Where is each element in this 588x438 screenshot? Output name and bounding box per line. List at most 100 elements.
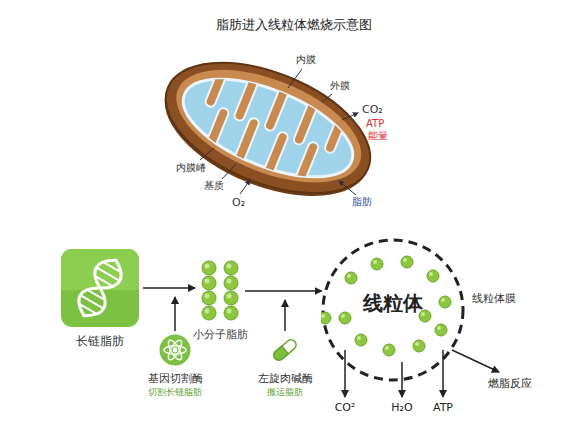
illustration-part bbox=[204, 107, 230, 152]
illustration-part bbox=[227, 264, 232, 269]
illustration-part bbox=[357, 336, 361, 340]
illustration-part bbox=[415, 342, 419, 346]
illustration-part bbox=[205, 264, 210, 269]
illustration-part bbox=[164, 346, 186, 354]
illustration-part bbox=[427, 270, 439, 282]
carnitine-pill-icon: 左旋肉碱酶搬运脂肪 bbox=[269, 334, 301, 366]
node-label: 左旋肉碱酶 bbox=[258, 372, 313, 385]
mitochondrion-illustration bbox=[146, 37, 389, 223]
illustration-part bbox=[224, 276, 238, 290]
illustration-part bbox=[345, 272, 357, 284]
illustration-part bbox=[272, 338, 298, 362]
part-label: ATP bbox=[366, 118, 384, 130]
part-label: 基质 bbox=[204, 180, 224, 192]
illustration-part bbox=[202, 306, 216, 320]
part-label: 外膜 bbox=[330, 80, 350, 92]
illustration-part bbox=[284, 300, 286, 331]
fat-molecule-cluster-shape bbox=[198, 260, 242, 322]
illustration-part bbox=[263, 131, 289, 176]
illustration-part bbox=[373, 260, 377, 264]
flow-arrow bbox=[143, 287, 195, 289]
illustration-part bbox=[383, 344, 395, 356]
illustration-part bbox=[401, 256, 413, 268]
node-label: 长链脂肪 bbox=[76, 334, 124, 348]
illustration-part bbox=[205, 294, 210, 299]
illustration-part bbox=[104, 263, 120, 272]
illustration-part bbox=[437, 326, 441, 330]
carnitine-pill-icon-shape bbox=[269, 334, 301, 366]
node-label: 小分子脂肪 bbox=[193, 328, 248, 341]
illustration-part bbox=[371, 258, 383, 270]
illustration-part bbox=[224, 261, 238, 275]
node-sublabel: 搬运脂肪 bbox=[267, 387, 303, 398]
illustration-part bbox=[341, 314, 345, 318]
illustration-part bbox=[89, 291, 103, 299]
illustration-part bbox=[323, 240, 463, 380]
illustration-part bbox=[435, 324, 447, 336]
illustration-part bbox=[240, 180, 250, 194]
illustration-part bbox=[202, 276, 216, 290]
part-label: 内膜嵴 bbox=[176, 162, 206, 174]
illustration-part bbox=[72, 254, 127, 323]
illustration-part bbox=[224, 291, 238, 305]
illustration-part bbox=[452, 350, 499, 372]
illustration-part bbox=[385, 346, 389, 350]
illustration-part bbox=[344, 350, 346, 397]
illustration-part bbox=[403, 258, 407, 262]
part-label: CO² bbox=[335, 401, 356, 414]
part-label: CO₂ bbox=[362, 103, 383, 116]
illustration-part bbox=[234, 117, 261, 163]
illustration-part bbox=[233, 76, 260, 122]
diagram-title: 脂肪进入线粒体燃烧示意图 bbox=[0, 17, 588, 33]
illustration-part bbox=[160, 335, 191, 366]
illustration-part bbox=[272, 338, 298, 362]
illustration-part bbox=[321, 314, 325, 318]
illustration-part bbox=[292, 100, 319, 146]
illustration-part bbox=[339, 181, 356, 195]
illustration-part bbox=[161, 47, 377, 206]
illustration-part bbox=[80, 304, 96, 313]
illustration-part bbox=[355, 334, 367, 346]
node-label: 基因切割酶 bbox=[148, 372, 203, 385]
dna-icon-box-shape bbox=[60, 248, 140, 328]
illustration-part bbox=[72, 254, 127, 323]
dna-icon-box: 长链脂肪 bbox=[60, 248, 140, 328]
part-label: 能量 bbox=[368, 130, 388, 142]
illustration-part bbox=[97, 277, 111, 285]
illustration-part bbox=[72, 254, 127, 323]
illustration-part bbox=[202, 291, 216, 305]
illustration-part bbox=[347, 274, 351, 278]
illustration-part bbox=[227, 309, 232, 314]
part-label: 燃脂反应 bbox=[488, 377, 532, 390]
illustration-part bbox=[78, 261, 123, 315]
illustration-part bbox=[205, 309, 210, 314]
illustration-part bbox=[170, 59, 365, 197]
fat-molecule-cluster: 小分子脂肪 bbox=[198, 260, 242, 322]
part-label: H₂O bbox=[391, 401, 412, 414]
illustration-part bbox=[322, 94, 332, 102]
part-label: O₂ bbox=[232, 196, 245, 209]
illustration-part bbox=[189, 64, 348, 194]
enzyme-icon-shape bbox=[159, 334, 191, 366]
illustration-part bbox=[222, 164, 236, 179]
illustration-part bbox=[272, 346, 288, 362]
illustration-part bbox=[227, 294, 232, 299]
illustration-part bbox=[293, 141, 320, 187]
illustration-part bbox=[342, 113, 358, 120]
enzyme-icon: 基因切割酶切割长链脂肪 bbox=[159, 334, 191, 366]
node-sublabel: 线粒体膜 bbox=[472, 292, 516, 305]
leader-lines bbox=[200, 69, 358, 195]
node-label: 线粒体 bbox=[363, 291, 423, 315]
flow-arrow bbox=[245, 290, 322, 292]
illustration-part bbox=[173, 348, 178, 353]
illustration-part bbox=[147, 37, 388, 220]
illustration-part bbox=[227, 279, 232, 284]
part-label: 内膜 bbox=[296, 54, 316, 66]
illustration-part bbox=[339, 312, 351, 324]
illustration-part bbox=[61, 249, 139, 289]
illustration-part bbox=[429, 272, 433, 276]
illustration-part bbox=[413, 340, 425, 352]
illustration-part bbox=[166, 338, 184, 361]
illustration-part bbox=[441, 298, 445, 302]
